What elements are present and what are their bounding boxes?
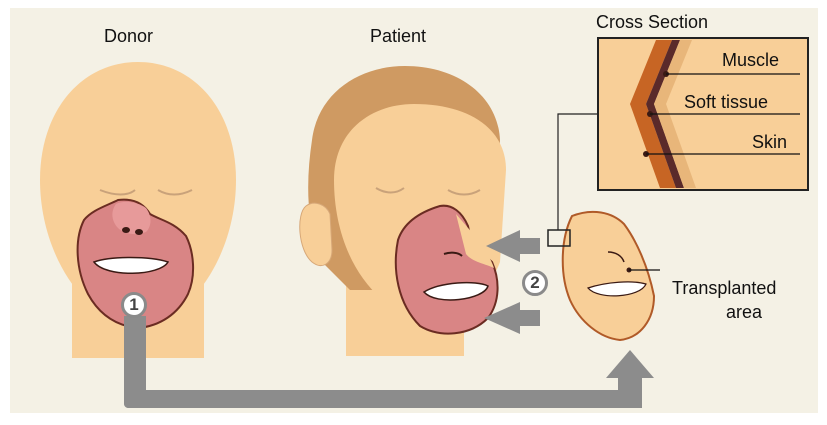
patient-ear <box>300 203 332 265</box>
soft-tissue-label: Soft tissue <box>684 92 768 113</box>
transplant-piece <box>563 212 654 340</box>
skin-label: Skin <box>752 132 787 153</box>
transfer-arrow-head <box>606 350 654 378</box>
patient-head <box>300 66 506 356</box>
muscle-label: Muscle <box>722 50 779 71</box>
transplanted-label-line1: Transplanted <box>672 278 776 299</box>
step-1-badge: 1 <box>121 292 147 318</box>
cross-section-title: Cross Section <box>596 12 708 33</box>
donor-nostril-right <box>135 229 143 235</box>
patient-label: Patient <box>370 26 426 47</box>
donor-label: Donor <box>104 26 153 47</box>
step-2-badge: 2 <box>522 270 548 296</box>
transplanted-label-line2: area <box>726 302 762 323</box>
donor-nostril-left <box>122 227 130 233</box>
